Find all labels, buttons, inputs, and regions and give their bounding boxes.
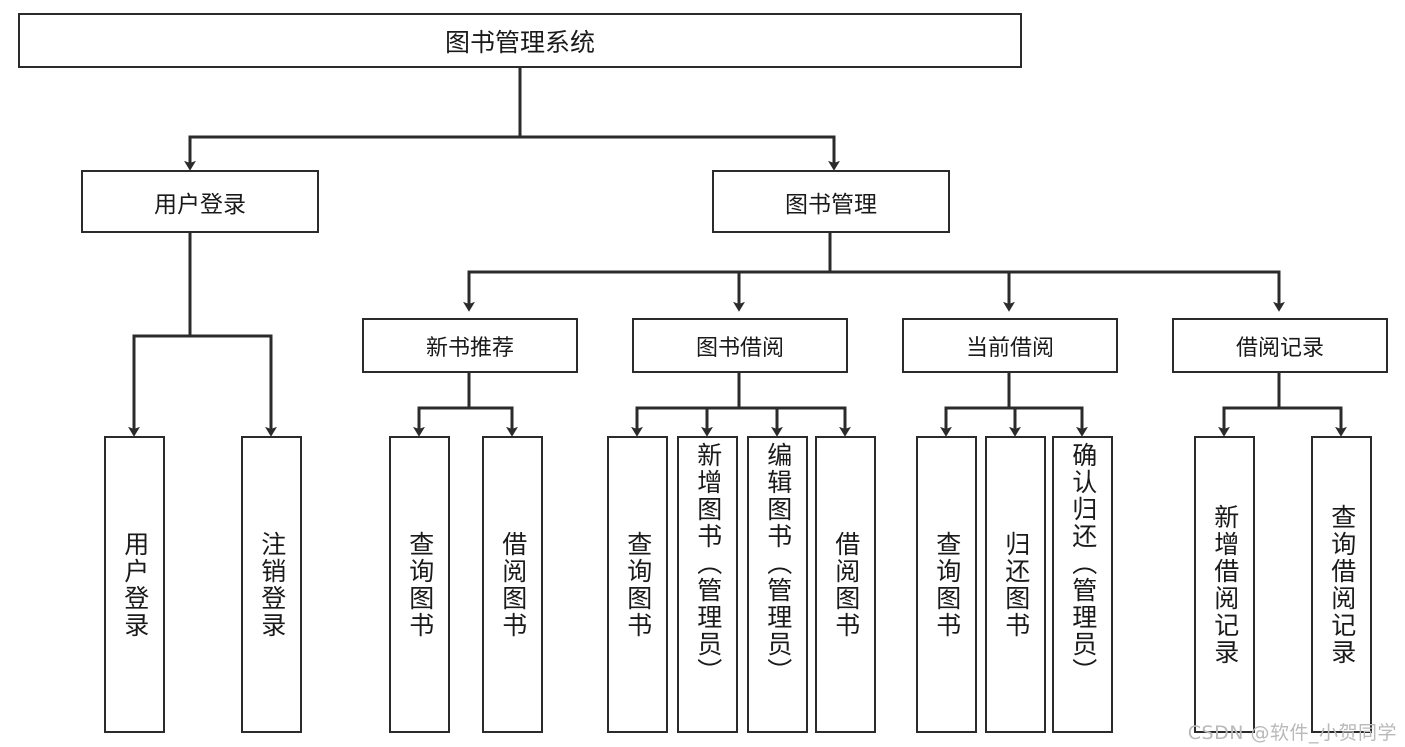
- leaf-book-borrow-borrow[interactable]: 借阅图书: [815, 436, 876, 733]
- leaf-label: 借阅图书: [831, 530, 861, 639]
- leaf-user-login-login[interactable]: 用户登录: [104, 436, 165, 733]
- leaf-current-borrow-return[interactable]: 归还图书: [985, 436, 1046, 733]
- node-new-book-recommend[interactable]: 新书推荐: [362, 318, 578, 373]
- leaf-label: 新增借阅记录: [1210, 503, 1240, 666]
- leaf-book-borrow-edit[interactable]: 编辑图书（管理员）: [747, 436, 808, 733]
- leaf-label: 编辑图书（管理员）: [763, 442, 793, 685]
- leaf-label: 确认归还（管理员）: [1068, 442, 1098, 685]
- node-borrow-record[interactable]: 借阅记录: [1172, 318, 1388, 373]
- node-book-manage[interactable]: 图书管理: [712, 170, 950, 233]
- node-user-login[interactable]: 用户登录: [81, 170, 319, 233]
- leaf-book-borrow-add[interactable]: 新增图书（管理员）: [677, 436, 738, 733]
- leaf-label: 注销登录: [257, 530, 287, 639]
- leaf-borrow-record-add[interactable]: 新增借阅记录: [1194, 436, 1255, 733]
- node-root[interactable]: 图书管理系统: [18, 13, 1022, 68]
- leaf-new-book-query[interactable]: 查询图书: [389, 436, 450, 733]
- leaf-label: 查询图书: [623, 530, 653, 639]
- leaf-label: 归还图书: [1001, 530, 1031, 639]
- node-book-borrow[interactable]: 图书借阅: [632, 318, 848, 373]
- leaf-user-login-logout[interactable]: 注销登录: [241, 436, 302, 733]
- leaf-current-borrow-query[interactable]: 查询图书: [916, 436, 977, 733]
- leaf-label: 新增图书（管理员）: [693, 442, 723, 685]
- leaf-label: 借阅图书: [498, 530, 528, 639]
- leaf-label: 用户登录: [120, 530, 150, 639]
- leaf-new-book-borrow[interactable]: 借阅图书: [482, 436, 543, 733]
- leaf-book-borrow-query[interactable]: 查询图书: [607, 436, 668, 733]
- leaf-label: 查询借阅记录: [1327, 503, 1357, 666]
- leaf-borrow-record-query[interactable]: 查询借阅记录: [1311, 436, 1372, 733]
- leaf-label: 查询图书: [932, 530, 962, 639]
- leaf-current-borrow-confirm-return[interactable]: 确认归还（管理员）: [1052, 436, 1113, 733]
- node-current-borrow[interactable]: 当前借阅: [902, 318, 1118, 373]
- watermark: CSDN @软件_小贺同学: [1187, 722, 1397, 744]
- leaf-label: 查询图书: [405, 530, 435, 639]
